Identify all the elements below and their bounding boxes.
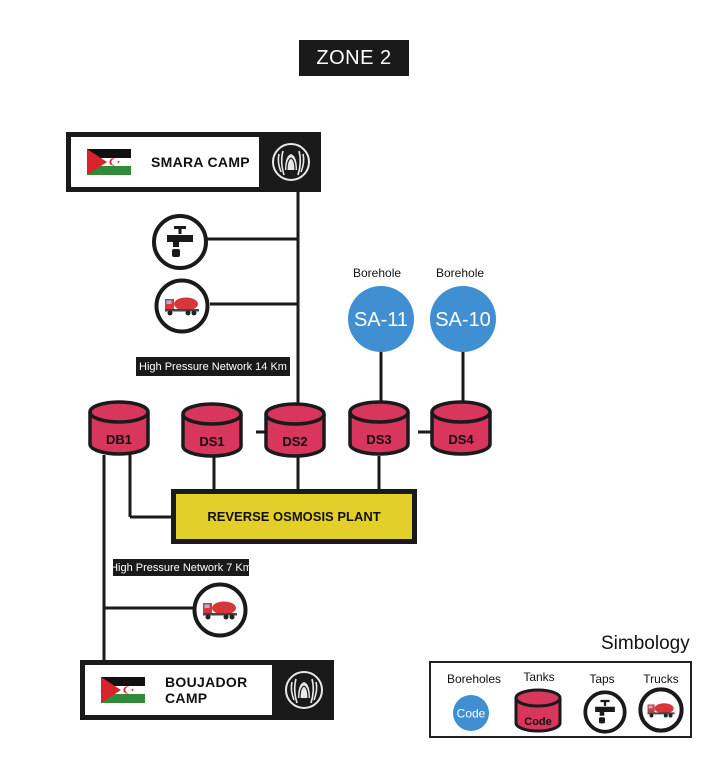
tank-ds3: DS3 xyxy=(348,400,410,456)
tank-code: DS1 xyxy=(199,434,224,449)
un-emblem-icon xyxy=(285,671,323,709)
borehole-code: SA-11 xyxy=(354,309,408,331)
tap-icon xyxy=(583,690,627,734)
tank-ds4: DS4 xyxy=(430,400,492,456)
tap-icon xyxy=(152,214,208,270)
plant-label: REVERSE OSMOSIS PLANT xyxy=(176,494,412,539)
truck-icon xyxy=(154,278,210,334)
legend-label-boreholes: Boreholes xyxy=(446,672,502,686)
boujador-camp-name: BOUJADOR CAMP xyxy=(165,674,248,706)
tank-ds1: DS1 xyxy=(181,402,243,458)
tank-db1: DB1 xyxy=(88,400,150,456)
tank-ds2: DS2 xyxy=(264,402,326,458)
borehole-code: SA-10 xyxy=(435,309,491,331)
legend-title: Simbology xyxy=(601,633,690,654)
tank-code: DB1 xyxy=(106,432,132,447)
tank-code: DS4 xyxy=(448,432,474,447)
smara-camp-box: SMARA CAMP xyxy=(66,132,321,192)
legend-tank-symbol: Code xyxy=(514,688,562,733)
legend-label-tanks: Tanks xyxy=(523,670,555,684)
sahrawi-flag-icon xyxy=(101,677,145,703)
boujador-camp-inner: BOUJADOR CAMP xyxy=(85,665,272,715)
legend-code-text: Code xyxy=(524,716,552,728)
network-label-upper: High Pressure Network 14 Km xyxy=(136,357,290,376)
legend-code-text: Code xyxy=(457,707,486,721)
sahrawi-flag-icon xyxy=(87,149,131,175)
tank-code: DS3 xyxy=(366,432,391,447)
boujador-camp-box: BOUJADOR CAMP xyxy=(80,660,334,720)
network-label-lower: High Pressure Network 7 Km xyxy=(110,559,252,576)
legend-label-trucks: Trucks xyxy=(643,672,679,686)
smara-camp-inner: SMARA CAMP xyxy=(71,137,259,187)
borehole-sa-11: SA-11 xyxy=(348,286,414,352)
zone-title: ZONE 2 xyxy=(299,40,409,76)
reverse-osmosis-plant: REVERSE OSMOSIS PLANT xyxy=(171,489,417,544)
borehole-label: Borehole xyxy=(353,266,402,280)
truck-icon xyxy=(192,582,248,638)
borehole-sa-10: SA-10 xyxy=(430,286,496,352)
borehole-label: Borehole xyxy=(436,266,485,280)
legend-box: Boreholes Tanks Taps Trucks Code Code xyxy=(429,661,692,738)
legend-label-taps: Taps xyxy=(589,672,615,686)
legend-borehole-symbol: Code xyxy=(453,695,489,731)
smara-camp-name: SMARA CAMP xyxy=(151,154,250,170)
truck-icon xyxy=(638,687,684,733)
un-emblem-icon xyxy=(272,143,310,181)
tank-code: DS2 xyxy=(282,434,307,449)
